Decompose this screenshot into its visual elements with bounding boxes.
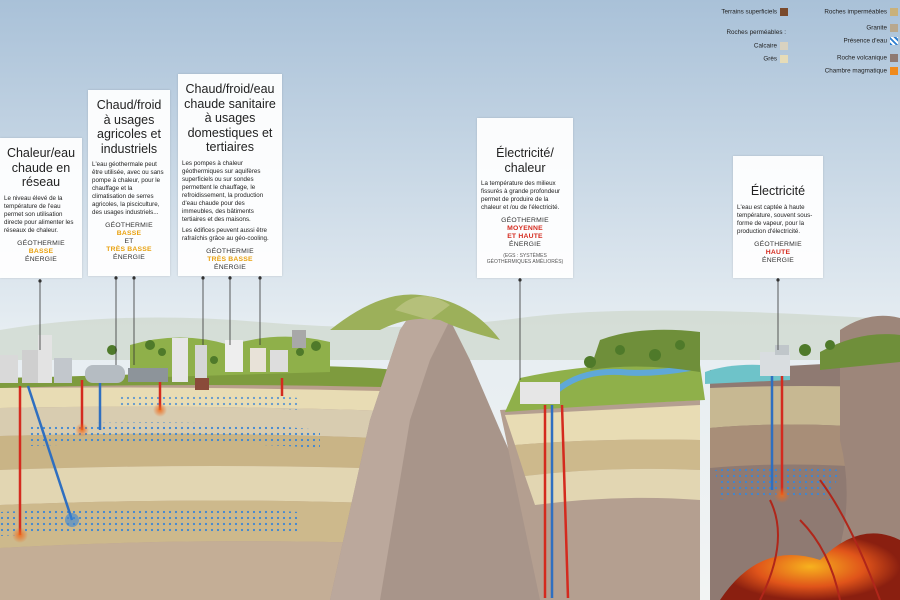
panel-description: L'eau est captée à haute température, so… [737, 203, 813, 235]
legend-heading-roches-permeables: Roches perméables : [726, 29, 786, 36]
geothermie-type: GÉOTHERMIE TRÈS BASSE ÉNERGIE [206, 247, 254, 271]
egs-valley [500, 329, 705, 600]
central-mountain [330, 294, 560, 600]
panel-electricity: Électricité L'eau est captée à haute tem… [733, 156, 823, 278]
geothermie-type: GÉOTHERMIE BASSE ÉNERGIE [17, 239, 65, 263]
legend-item-presence-eau: Présence d'eau [843, 37, 898, 45]
legend-item-chambre-magmatique: Chambre magmatique [825, 67, 898, 75]
geothermie-type: GÉOTHERMIE HAUTE ÉNERGIE [754, 240, 802, 264]
panel-egs-electricity-heat: Électricité/ chaleur La température des … [477, 118, 573, 278]
legend-item-gres: Grès [763, 55, 788, 63]
panel-domestic-tertiary: Chaud/froid/eau chaude sanitaire à usage… [178, 74, 282, 276]
trees [107, 340, 835, 368]
panel-district-heating: Chaleur/eau chaude en réseau Le niveau é… [0, 138, 82, 278]
panel-agricultural-industrial: Chaud/froid à usages agricoles et indust… [88, 90, 170, 276]
legend: Terrains superficiels Roches perméables … [690, 5, 900, 80]
panel-title: Électricité/ chaleur [496, 146, 554, 175]
panel-description: Les pompes à chaleur géothermiques sur a… [182, 159, 269, 242]
panel-title: Chaud/froid/eau chaude sanitaire à usage… [184, 82, 276, 154]
panel-title: Chaleur/eau chaude en réseau [6, 146, 76, 189]
panel-description: L'eau géothermale peut être utilisée, av… [92, 161, 164, 216]
panel-connectors [39, 276, 779, 380]
wells [12, 375, 790, 599]
geothermie-type: GÉOTHERMIE MOYENNE ET HAUTE ÉNERGIE [501, 217, 549, 248]
geothermie-type: GÉOTHERMIE BASSE ET TRÈS BASSE ÉNERGIE [105, 222, 153, 261]
legend-item-roches-impermeables: Roches imperméables [824, 8, 898, 16]
volcanic-block [705, 315, 900, 600]
legend-item-calcaire: Calcaire [754, 42, 788, 50]
legend-item-terrains-superficiels: Terrains superficiels [721, 8, 788, 16]
panel-description: Le niveau élevé de la température de l'e… [4, 194, 74, 234]
legend-item-granite: Granite [866, 24, 898, 32]
panel-title: Électricité [750, 184, 806, 198]
town-buildings [0, 330, 790, 404]
panel-description: La température des milieux fissurés à gr… [481, 180, 561, 211]
legend-item-roche-volcanique: Roche volcanique [837, 54, 898, 62]
panel-title: Chaud/froid à usages agricoles et indust… [96, 98, 162, 156]
left-basin-strata [0, 372, 420, 600]
connector-dots [38, 276, 780, 283]
egs-note: (EGS : SYSTÈMES GÉOTHERMIQUES AMÉLIORÉS) [486, 253, 564, 265]
